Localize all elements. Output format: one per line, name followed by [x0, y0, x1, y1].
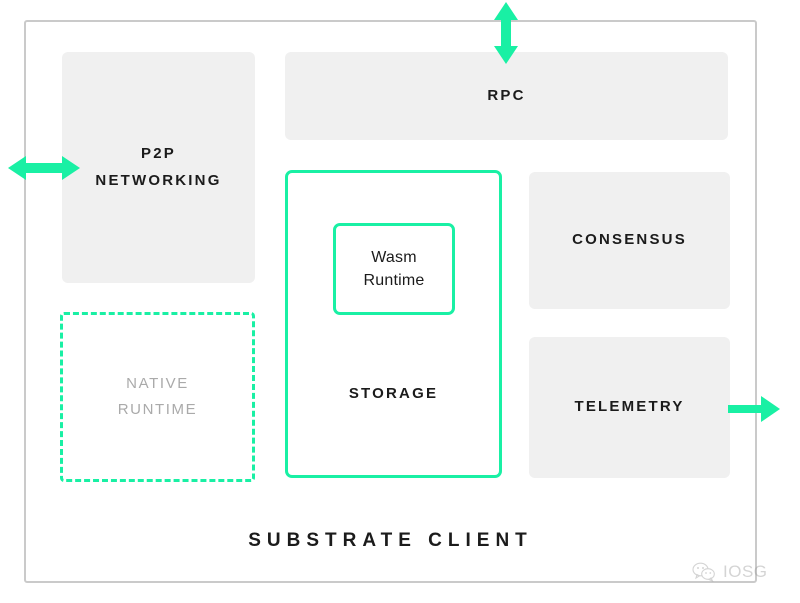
telemetry-external-arrow-icon	[728, 396, 780, 422]
module-telemetry-label: TELEMETRY	[574, 398, 685, 416]
rpc-external-arrow-icon	[494, 2, 518, 64]
module-storage[interactable]: Wasm Runtime STORAGE	[285, 170, 502, 478]
module-native-runtime-label: NATIVE RUNTIME	[117, 374, 198, 418]
watermark-text: IOSG	[723, 562, 768, 581]
module-rpc[interactable]: RPC	[285, 52, 728, 140]
module-rpc-label: RPC	[487, 86, 526, 104]
module-telemetry[interactable]: TELEMETRY	[529, 337, 730, 478]
substrate-client-frame	[24, 20, 757, 583]
module-consensus-label: CONSENSUS	[572, 231, 687, 249]
module-native-runtime[interactable]: NATIVE RUNTIME	[60, 312, 255, 482]
p2p-external-arrow-icon	[8, 156, 80, 180]
wechat-icon	[692, 562, 715, 582]
module-p2p-networking-label: P2P NETWORKING	[95, 145, 222, 189]
module-consensus[interactable]: CONSENSUS	[529, 172, 730, 309]
module-storage-label: STORAGE	[348, 385, 439, 402]
page-title: SUBSTRATE CLIENT	[248, 530, 533, 551]
watermark: IOSG	[692, 556, 788, 588]
module-wasm-runtime-label: Wasm Runtime	[363, 248, 425, 289]
module-p2p-networking[interactable]: P2P NETWORKING	[62, 52, 255, 283]
module-wasm-runtime[interactable]: Wasm Runtime	[333, 223, 455, 315]
